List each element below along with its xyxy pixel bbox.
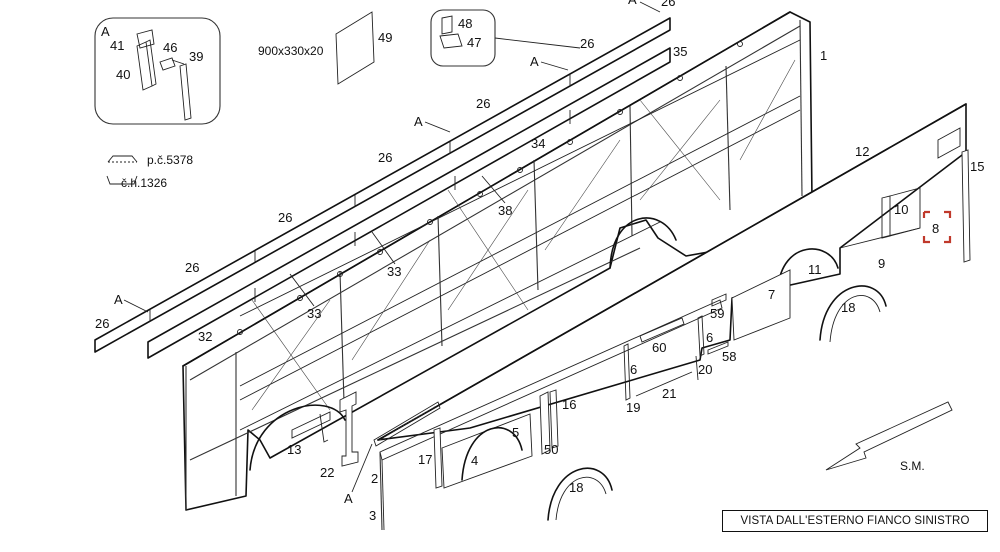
callout-13: 13	[287, 442, 301, 457]
callout-7: 7	[768, 287, 775, 302]
section-label-a-4: A	[628, 0, 637, 7]
callout-1: 1	[820, 48, 827, 63]
callout-26-f: 26	[580, 36, 594, 51]
callout-18-b: 18	[569, 480, 583, 495]
callout-32: 32	[198, 329, 212, 344]
callout-17: 17	[418, 452, 432, 467]
legend-item-1: p.č.5378	[147, 153, 193, 167]
detail-inset-hardware: 48 47	[430, 9, 581, 67]
strip-26-group: 26 26 26 26 26 26 26 35 A A A A	[94, 0, 687, 359]
callout-18-a: 18	[841, 300, 855, 315]
callout-59: 59	[710, 306, 724, 321]
callout-5: 5	[512, 425, 519, 440]
section-label-a-3: A	[530, 54, 539, 69]
side-skin-panel: 12 15 10 8 9 11 7 18	[377, 103, 984, 441]
callout-35: 35	[673, 44, 687, 59]
callout-33-a: 33	[387, 264, 401, 279]
callout-49: 49	[378, 30, 392, 45]
callout-46: 46	[163, 40, 177, 55]
callout-16: 16	[562, 397, 576, 412]
callout-58: 58	[722, 349, 736, 364]
detail-inset-brackets: A 41 40 46 39	[94, 17, 221, 125]
section-label-a-5: A	[344, 491, 353, 506]
callout-60: 60	[652, 340, 666, 355]
callout-26-b: 26	[185, 260, 199, 275]
callout-47: 47	[467, 35, 481, 50]
callout-26-c: 26	[278, 210, 292, 225]
callout-15: 15	[970, 159, 984, 174]
legend-item-2: č.h.1326	[121, 176, 167, 190]
callout-9: 9	[878, 256, 885, 271]
body-frame: 1 34 38 33 33 32	[182, 11, 827, 511]
callout-6-b: 6	[630, 362, 637, 377]
callout-10: 10	[894, 202, 908, 217]
lower-skin-panels: 2 3 A 4 17 5 50 16 18	[344, 299, 723, 531]
section-label-a-2: A	[414, 114, 423, 129]
front-parts: 22 13	[287, 391, 441, 480]
dimension-note: 900x330x20	[258, 44, 324, 58]
direction-label: S.M.	[900, 459, 925, 473]
view-caption: VISTA DALL'ESTERNO FIANCO SINISTRO	[722, 510, 988, 532]
trim-parts: 59 60 6 58 20 6 21 19	[623, 293, 736, 415]
callout-3: 3	[369, 508, 376, 523]
callout-48: 48	[458, 16, 472, 31]
callout-22: 22	[320, 465, 334, 480]
panel-49: 900x330x20 49	[258, 11, 392, 85]
callout-40: 40	[116, 67, 130, 82]
legend: p.č.5378 č.h.1326	[106, 153, 193, 190]
callout-20: 20	[698, 362, 712, 377]
callout-12: 12	[855, 144, 869, 159]
callout-33-b: 33	[307, 306, 321, 321]
callout-41: 41	[110, 38, 124, 53]
callout-21: 21	[662, 386, 676, 401]
callout-19: 19	[626, 400, 640, 415]
callout-6-a: 6	[706, 330, 713, 345]
callout-11: 11	[808, 262, 822, 277]
callout-34: 34	[531, 136, 545, 151]
callout-26-g: 26	[661, 0, 675, 9]
callout-26-d: 26	[378, 150, 392, 165]
callout-26-e: 26	[476, 96, 490, 111]
callout-8: 8	[932, 221, 939, 236]
section-label-a-1: A	[114, 292, 123, 307]
callout-50: 50	[544, 442, 558, 457]
callout-26-a: 26	[95, 316, 109, 331]
callout-4: 4	[471, 453, 478, 468]
callout-39: 39	[189, 49, 203, 64]
callout-2: 2	[371, 471, 378, 486]
callout-38: 38	[498, 203, 512, 218]
direction-arrow: S.M.	[825, 401, 953, 473]
inset-section-label: A	[101, 24, 110, 39]
